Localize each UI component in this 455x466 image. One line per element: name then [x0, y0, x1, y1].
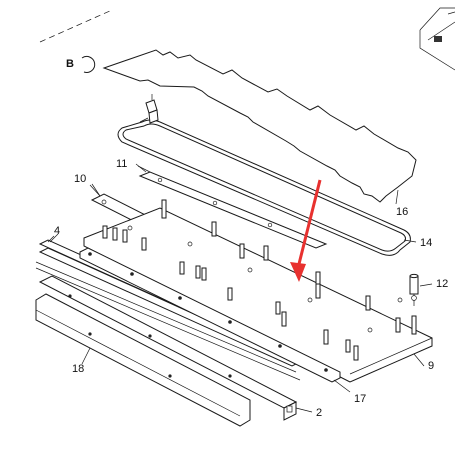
- callout-18: 18: [72, 363, 84, 375]
- stud: [227, 287, 233, 301]
- partial-assembly-top-right: [419, 7, 455, 71]
- stud: [195, 265, 201, 279]
- standoff-post: [145, 94, 159, 124]
- stud: [122, 229, 128, 243]
- view-arrow-icon: [81, 55, 96, 73]
- callout-12: 12: [436, 278, 448, 290]
- reference-line-dashed: [39, 9, 113, 43]
- stud: [411, 315, 417, 335]
- stud: [239, 243, 245, 259]
- part-18-angle-bracket: [35, 293, 251, 427]
- stud: [102, 225, 108, 239]
- stud: [263, 245, 269, 261]
- callout-2: 2: [316, 407, 322, 419]
- part-17-slotted-rail: [79, 247, 351, 393]
- callout-14: 14: [420, 237, 432, 249]
- stud: [161, 199, 167, 219]
- stud: [353, 345, 359, 361]
- leader-lines: [49, 163, 425, 367]
- stud: [211, 221, 217, 237]
- part-2-square-tube: [38, 275, 313, 421]
- studs-group: [102, 199, 417, 361]
- red-pointer-arrow-icon: [290, 179, 322, 282]
- callout-9: 9: [428, 360, 434, 372]
- part-11-strip: [137, 165, 328, 249]
- stud: [365, 295, 371, 311]
- part-16-cover-plate: [102, 49, 417, 203]
- stud: [141, 237, 147, 251]
- stud: [345, 339, 351, 353]
- view-label: B: [66, 58, 74, 70]
- view-b-indicator: B: [66, 55, 96, 73]
- stud: [179, 261, 185, 275]
- callout-4: 4: [54, 225, 60, 237]
- callout-labels: 16 14 12 11 10 4 9 18 17 2: [54, 158, 448, 419]
- stud: [323, 329, 329, 345]
- stud: [112, 227, 118, 241]
- stud: [315, 271, 321, 285]
- callout-10: 10: [74, 173, 86, 185]
- stud: [315, 283, 321, 299]
- callout-16: 16: [396, 206, 408, 218]
- stud: [395, 317, 401, 333]
- part-12-spacer: [409, 273, 433, 306]
- stud: [201, 267, 207, 281]
- callout-17: 17: [354, 393, 366, 405]
- stud: [281, 311, 287, 327]
- callout-11: 11: [116, 158, 127, 170]
- stud: [275, 301, 281, 315]
